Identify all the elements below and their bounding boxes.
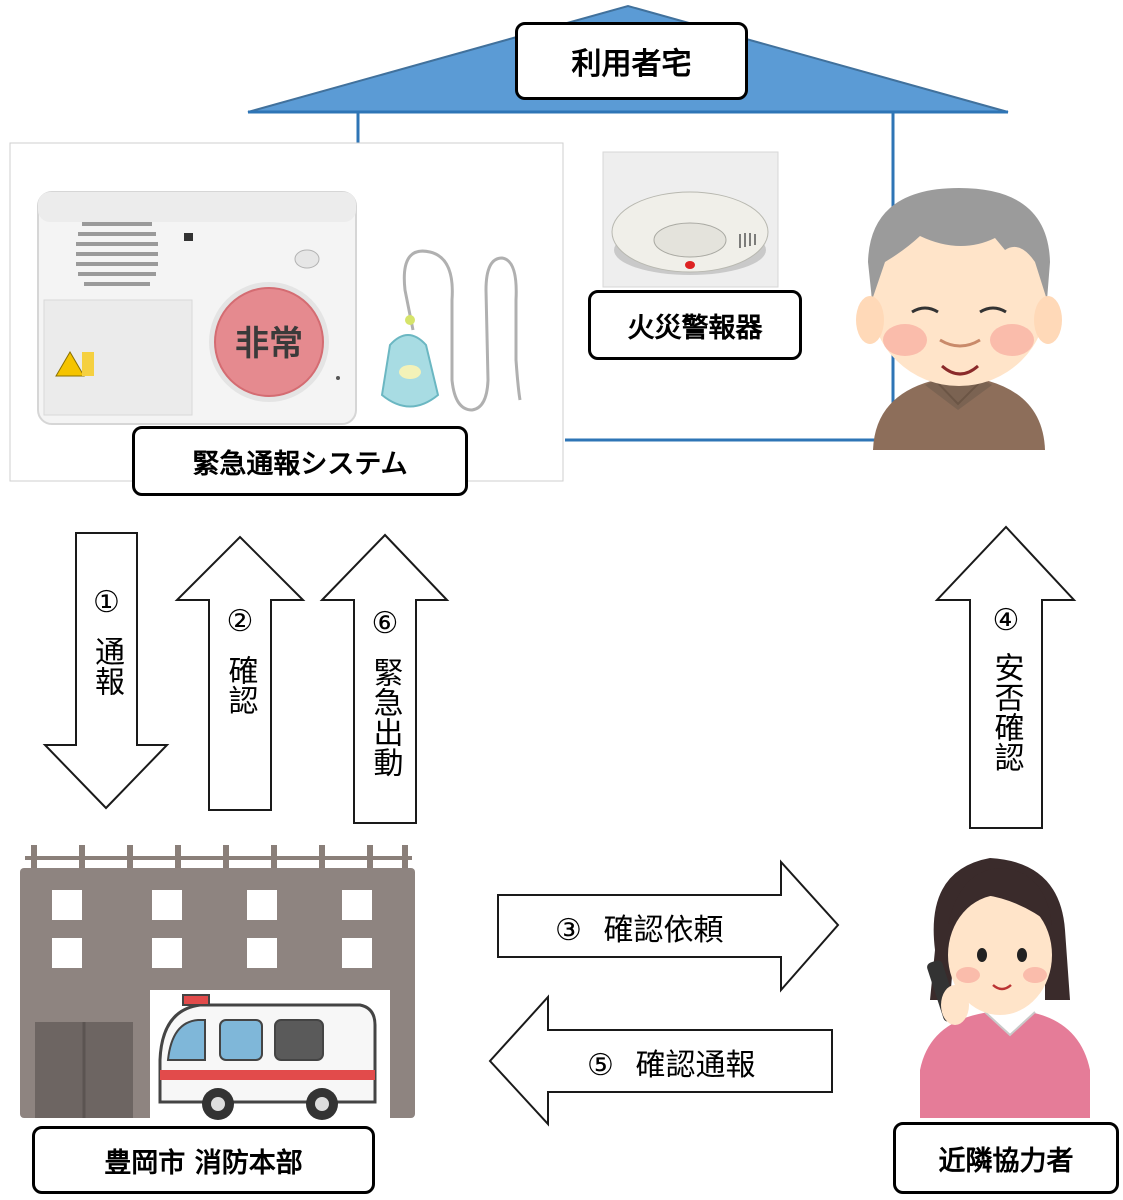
elderly-person-illustration: [856, 188, 1062, 450]
neighbor-label: 近隣協力者: [938, 1145, 1074, 1177]
step-6-label: ⑥ 緊急出動: [354, 606, 416, 777]
arrow-step-5: [488, 994, 833, 1127]
step-4-number: ④: [992, 603, 1020, 638]
step-5-number: ⑤: [587, 1048, 614, 1083]
warning-sticker-icon: [55, 351, 85, 377]
step-2-number: ②: [226, 604, 254, 639]
ambulance-icon: [158, 994, 377, 1120]
step-1-number: ①: [93, 585, 120, 620]
step-3-label: ③ 確認依頼: [555, 905, 723, 949]
arrow-step-4: [934, 525, 1077, 829]
step-5-label: ⑤ 確認通報: [587, 1040, 755, 1084]
step-4-label: ④ 安否確認: [970, 603, 1042, 772]
fire-alarm-label: 火災警報器: [627, 312, 763, 344]
house-title: 利用者宅: [571, 47, 692, 82]
arrow-step-2: [174, 535, 306, 811]
neighbor-person-illustration: [920, 858, 1090, 1118]
step-4-text: 安否確認: [988, 652, 1024, 772]
arrow-step-1: [42, 532, 170, 810]
arrow-step-6: [319, 533, 450, 824]
step-3-number: ③: [555, 913, 582, 948]
step-1-text: 通報: [89, 636, 124, 696]
step-3-text: 確認依頼: [603, 913, 724, 948]
fire-alarm-device: [602, 151, 779, 288]
step-6-number: ⑥: [371, 606, 399, 641]
neighbor-label-box: 近隣協力者: [893, 1122, 1119, 1194]
house-title-box: 利用者宅: [515, 22, 748, 100]
fire-department-label-box: 豊岡市 消防本部: [32, 1126, 375, 1194]
fire-alarm-label-box: 火災警報器: [588, 290, 802, 360]
emergency-red-button: [214, 287, 324, 397]
step-5-text: 確認通報: [635, 1048, 756, 1083]
emergency-button-text: 非常: [235, 324, 303, 364]
arrow-step-3: [497, 859, 840, 993]
step-1-label: ① 通報: [76, 585, 137, 696]
step-2-text: 確認: [222, 655, 258, 715]
emergency-system-label: 緊急通報システム: [192, 448, 408, 480]
speaker-grille-icon: [76, 222, 158, 286]
fire-station-illustration: [20, 845, 415, 1120]
emergency-system-label-box: 緊急通報システム: [132, 426, 468, 496]
step-6-text: 緊急出動: [367, 657, 403, 777]
emergency-system-device: 非常: [9, 142, 564, 482]
fire-department-label: 豊岡市 消防本部: [104, 1147, 303, 1179]
step-2-label: ② 確認: [209, 604, 271, 715]
